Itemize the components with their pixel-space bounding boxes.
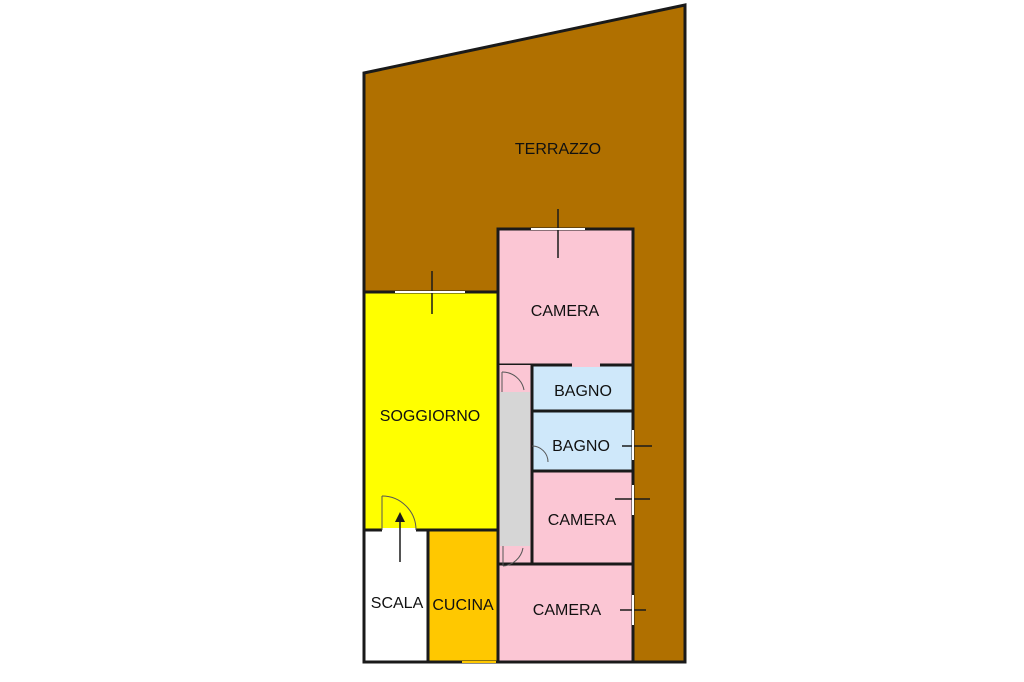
corridor [500,392,530,546]
room-label-bedroom-bottom: CAMERA [533,602,602,619]
bedroom-top [496,227,635,367]
living-room [362,290,500,532]
stair-arrow-icon [395,512,405,522]
kitchen-room [426,528,500,664]
room-label-living: SOGGIORNO [380,408,480,425]
room-label-bath-2: BAGNO [552,438,610,455]
bedroom-bottom [496,562,635,664]
stair-area [362,528,430,664]
room-label-kitchen: CUCINA [432,597,494,614]
door-swing [381,495,417,531]
door-swing [531,445,549,463]
room-label-bedroom-top: CAMERA [531,303,600,320]
door-swing [502,547,524,567]
door-swing [501,371,525,391]
room-label-bedroom-mid: CAMERA [548,512,617,529]
room-label-stair: SCALA [371,595,424,612]
room-label-bath-1: BAGNO [554,383,612,400]
room-label-terrace: TERRAZZO [515,141,601,158]
